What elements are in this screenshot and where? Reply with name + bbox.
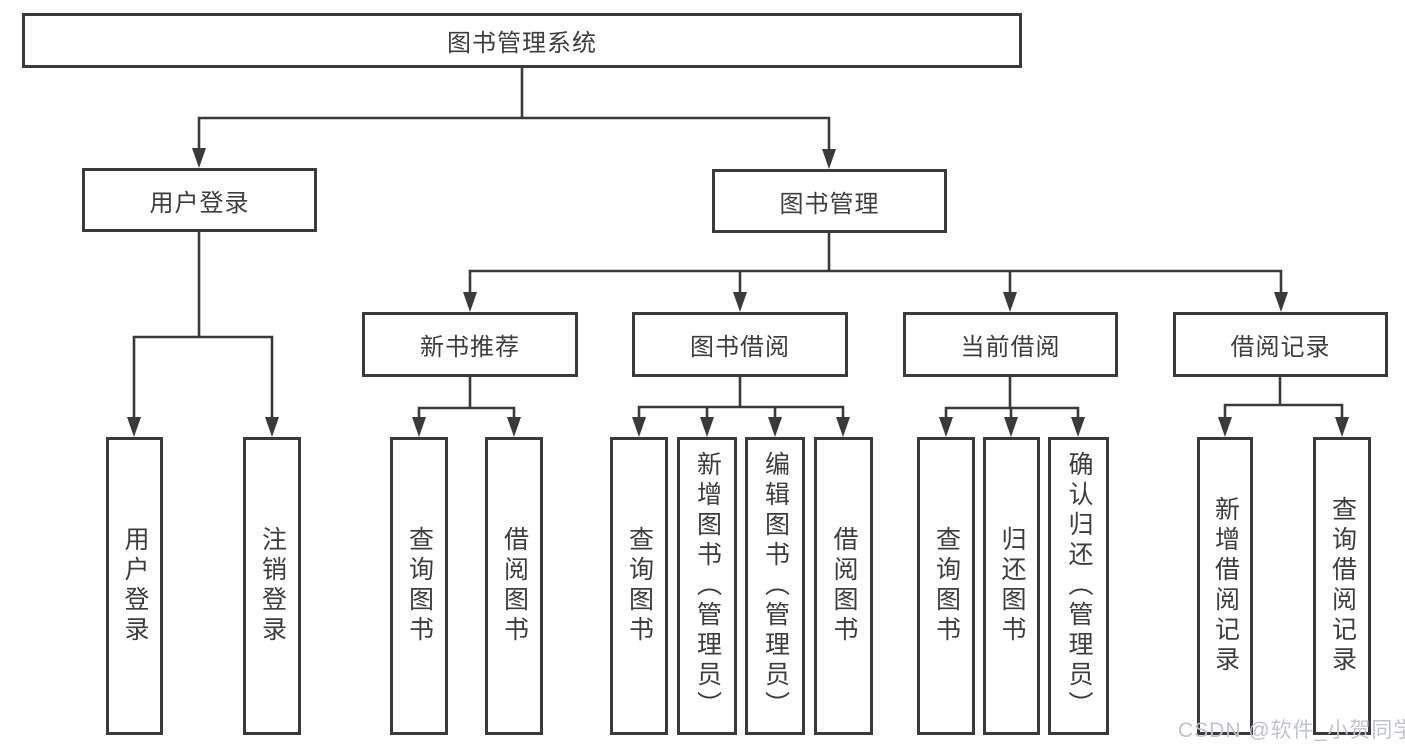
leaf-label: 注销登录 [258, 526, 287, 646]
arrowhead-icon [1003, 292, 1017, 312]
connector-book-mgmt-to-level3 [468, 231, 1283, 297]
leaf-label: 查询借阅记录 [1328, 496, 1357, 676]
leaf-label: 查询图书 [405, 526, 434, 646]
arrowhead-icon [1071, 417, 1085, 437]
leaf-label: 确认归还（管理员） [1065, 451, 1093, 721]
arrowhead-icon [412, 417, 426, 437]
leaf-query-borrow-record: 查询借阅记录 [1313, 437, 1371, 735]
node-book-management: 图书管理 [712, 169, 947, 233]
node-user-login: 用户登录 [82, 168, 317, 232]
node-label: 当前借阅 [960, 334, 1061, 361]
node-current-borrowing: 当前借阅 [903, 312, 1118, 377]
node-label: 新书推荐 [420, 334, 520, 361]
node-label: 用户登录 [149, 189, 250, 217]
leaf-borrow-book-recommend: 借阅图书 [485, 437, 543, 735]
arrowhead-icon [1218, 417, 1232, 437]
arrowhead-icon [127, 417, 141, 437]
connector-current-borrow-to-leaves [944, 375, 1080, 422]
arrowhead-icon [939, 417, 953, 437]
leaf-query-book-current: 查询图书 [917, 437, 975, 735]
leaf-query-book-borrowing: 查询图书 [610, 437, 668, 735]
arrowhead-icon [700, 417, 714, 437]
connector-book-borrow-to-leaves [637, 375, 845, 422]
arrowhead-icon [192, 148, 206, 168]
leaf-label: 用户登录 [121, 526, 149, 646]
node-new-book-recommend: 新书推荐 [362, 312, 578, 377]
leaf-query-book-recommend: 查询图书 [390, 437, 448, 735]
leaf-borrow-book-borrowing: 借阅图书 [814, 437, 873, 735]
arrowhead-icon [733, 292, 747, 312]
leaf-label: 新增借阅记录 [1211, 496, 1240, 676]
arrowhead-icon [507, 417, 521, 437]
leaf-add-borrow-record: 新增借阅记录 [1197, 437, 1253, 735]
node-book-borrowing: 图书借阅 [632, 312, 848, 377]
leaf-return-book: 归还图书 [983, 437, 1040, 735]
arrowhead-icon [632, 417, 646, 437]
leaf-label: 查询图书 [625, 526, 654, 646]
leaf-user-login: 用户登录 [106, 437, 163, 735]
leaf-label: 借阅图书 [830, 526, 858, 646]
arrowhead-icon [1335, 417, 1349, 437]
node-borrowing-records: 借阅记录 [1173, 312, 1388, 377]
node-system-root: 图书管理系统 [22, 13, 1022, 68]
leaf-add-book-admin: 新增图书（管理员） [677, 437, 737, 735]
arrowhead-icon [1004, 417, 1018, 437]
leaf-edit-book-admin: 编辑图书（管理员） [745, 437, 805, 735]
node-label: 图书管理系统 [447, 30, 597, 57]
leaf-label: 新增图书（管理员） [693, 451, 722, 721]
arrowhead-icon [836, 417, 850, 437]
arrowhead-icon [822, 149, 836, 169]
leaf-label: 借阅图书 [500, 526, 529, 646]
leaf-label: 查询图书 [932, 526, 961, 646]
arrowheads [127, 148, 1349, 437]
node-label: 图书借阅 [690, 334, 790, 361]
leaf-logout: 注销登录 [243, 437, 301, 735]
leaf-confirm-return-admin: 确认归还（管理员） [1048, 437, 1109, 735]
arrowhead-icon [463, 292, 477, 312]
arrowhead-icon [1274, 292, 1288, 312]
connector-new-book-to-leaves [417, 375, 516, 422]
connector-borrow-record-to-leaves [1223, 375, 1344, 422]
leaf-label: 编辑图书（管理员） [761, 451, 790, 721]
arrowhead-icon [265, 417, 279, 437]
csdn-watermark: CSDN @软件_小贺同学 [1178, 719, 1405, 742]
leaf-label: 归还图书 [998, 526, 1026, 646]
connector-user-login-to-leaves [132, 230, 274, 422]
node-label: 图书管理 [779, 190, 880, 218]
node-label: 借阅记录 [1230, 334, 1331, 361]
connector-root-to-level2 [197, 66, 831, 154]
arrowhead-icon [768, 417, 782, 437]
